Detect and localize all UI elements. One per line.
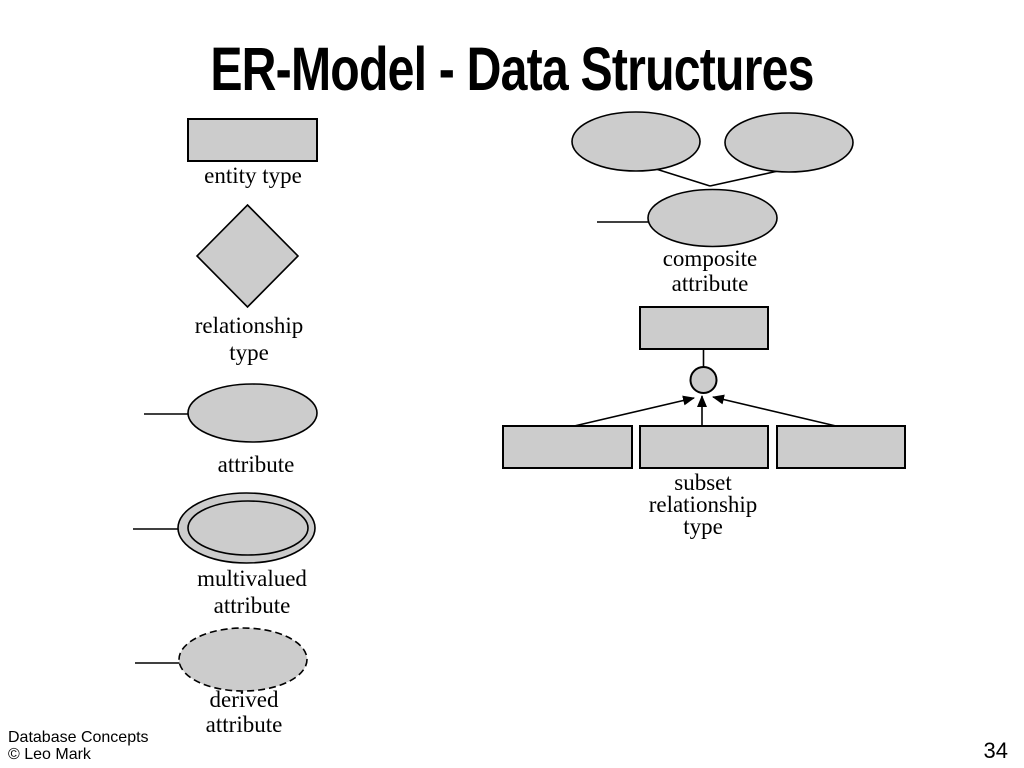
derived-attribute-label: derived attribute	[206, 687, 283, 737]
subset-circle	[689, 366, 718, 394]
subset-subclass-rectangle-left	[502, 425, 633, 469]
relationship-type-label: relationship type	[195, 312, 304, 366]
label-line: type	[683, 514, 723, 539]
label-line: relationship	[648, 492, 758, 517]
composite-connector-left	[655, 168, 711, 187]
label-line: attribute	[205, 712, 283, 737]
composite-subattribute-right-ellipse	[724, 112, 854, 173]
label-line: composite	[662, 246, 758, 271]
subset-arrow-right	[712, 394, 837, 427]
footer-line: Database Concepts	[8, 729, 149, 746]
attribute-label: attribute	[218, 451, 295, 478]
label-line: entity type	[204, 163, 302, 188]
composite-subattribute-left-ellipse	[571, 111, 701, 172]
label-line: relationship	[194, 313, 304, 338]
subset-subclass-rectangle-right	[776, 425, 906, 469]
entity-type-label: entity type	[204, 162, 302, 189]
entity-type-rectangle	[187, 118, 318, 162]
page-number: 34	[983, 738, 1008, 763]
footer-line: © Leo Mark	[8, 746, 91, 763]
label-line: attribute	[671, 271, 749, 296]
subset-arrow-left	[569, 395, 695, 428]
subset-relationship-type-label: subset relationship type	[648, 470, 758, 539]
label-line: subset	[674, 470, 732, 495]
slide-title: ER-Model - Data Structures	[210, 35, 814, 103]
label-line: attribute	[217, 452, 295, 477]
multivalued-attribute-label: multivalued attribute	[197, 565, 307, 619]
attribute-ellipse	[187, 383, 318, 443]
composite-main-ellipse	[647, 188, 778, 248]
label-line: derived	[209, 687, 279, 712]
derived-attribute-dashed-ellipse	[178, 627, 308, 692]
relationship-type-diamond	[195, 203, 300, 309]
composite-connector-right	[709, 170, 779, 187]
label-line: type	[229, 340, 269, 365]
label-line: attribute	[213, 593, 291, 618]
footer-credit: Database Concepts © Leo Mark	[8, 729, 149, 763]
multivalued-inner-ellipse	[187, 500, 309, 556]
subset-subclass-rectangle-middle	[639, 425, 769, 469]
label-line: multivalued	[197, 566, 307, 591]
composite-attribute-label: composite attribute	[663, 246, 758, 296]
subset-superclass-rectangle	[639, 306, 769, 350]
